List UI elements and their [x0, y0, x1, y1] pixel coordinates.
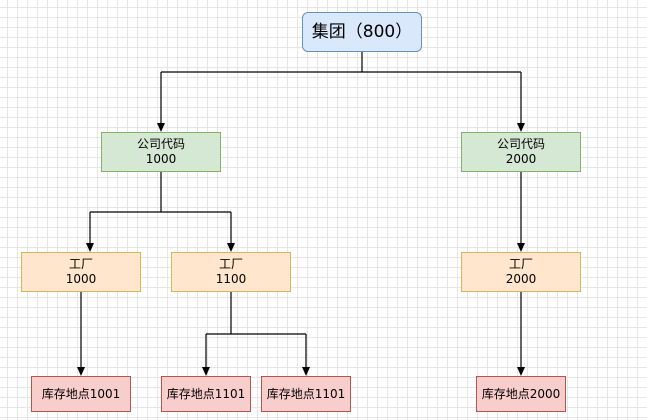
node-company-2000[interactable]: 公司代码 2000 — [461, 132, 581, 172]
node-plant-1100[interactable]: 工厂 1100 — [171, 252, 291, 292]
arrow-plant-2000 — [517, 243, 525, 252]
arrow-company-1000 — [157, 123, 165, 132]
node-plant-1100-code: 1100 — [215, 272, 247, 286]
node-company-2000-label: 公司代码 — [496, 137, 545, 151]
node-company-2000-code: 2000 — [505, 152, 537, 166]
node-plant-2000-code: 2000 — [505, 272, 537, 286]
node-storage-2000-label: 库存地点2000 — [481, 386, 561, 401]
node-storage-1101-a-label: 库存地点1101 — [166, 386, 246, 401]
arrow-company-2000 — [517, 123, 525, 132]
node-company-1000[interactable]: 公司代码 1000 — [101, 132, 221, 172]
node-storage-1101-a[interactable]: 库存地点1101 — [161, 376, 251, 412]
node-plant-1000-label: 工厂 — [68, 257, 93, 271]
node-storage-1001-label: 库存地点1001 — [41, 386, 121, 401]
node-company-1000-label: 公司代码 — [136, 137, 185, 151]
node-storage-2000[interactable]: 库存地点2000 — [476, 376, 566, 412]
node-company-1000-code: 1000 — [145, 152, 177, 166]
arrow-plant-1100 — [227, 243, 235, 252]
node-storage-1101-b-label: 库存地点1101 — [266, 386, 346, 401]
node-group-root-label: 集团（800） — [311, 22, 413, 42]
node-plant-1100-label: 工厂 — [218, 257, 243, 271]
node-plant-2000-label: 工厂 — [508, 257, 533, 271]
node-storage-1001[interactable]: 库存地点1001 — [31, 376, 131, 412]
arrow-storage-1101-b — [302, 367, 310, 376]
arrow-storage-1101-a — [202, 367, 210, 376]
node-storage-1101-b[interactable]: 库存地点1101 — [261, 376, 351, 412]
node-plant-2000[interactable]: 工厂 2000 — [461, 252, 581, 292]
node-plant-1000[interactable]: 工厂 1000 — [21, 252, 141, 292]
node-plant-1000-code: 1000 — [65, 272, 97, 286]
node-group-root[interactable]: 集团（800） — [302, 12, 422, 52]
arrow-storage-2000 — [517, 367, 525, 376]
arrow-storage-1001 — [77, 367, 85, 376]
arrow-plant-1000 — [86, 243, 94, 252]
